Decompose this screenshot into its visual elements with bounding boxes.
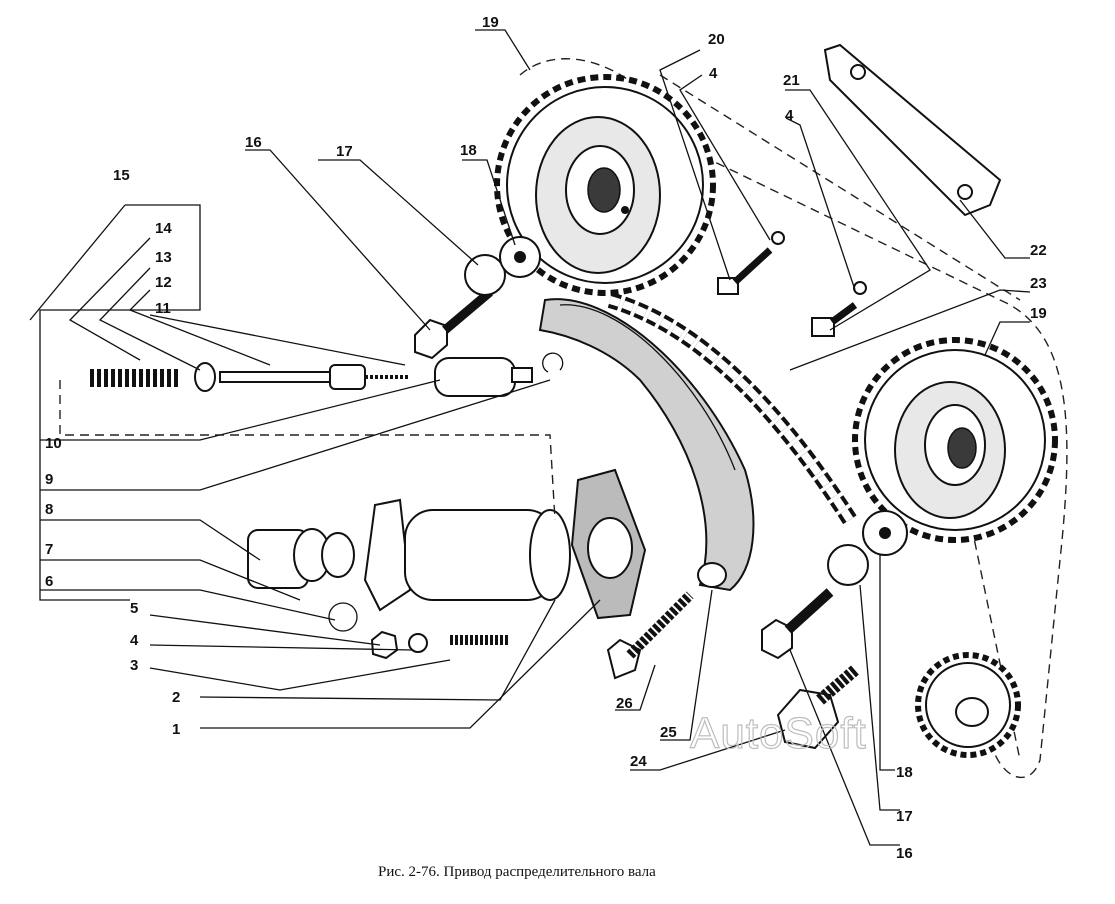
chain-guide-plate [823, 43, 1002, 217]
callout-17: 17 [896, 808, 913, 825]
callout-24: 24 [630, 753, 647, 770]
callout-11: 11 [155, 300, 171, 317]
callout-16: 16 [245, 134, 262, 151]
callout-17: 17 [336, 143, 353, 160]
callout-22: 22 [1030, 242, 1047, 259]
callout-8: 8 [45, 501, 53, 518]
tensioner-shoe [538, 298, 755, 592]
bolt-16-upper [414, 236, 541, 360]
watermark-text: AutoSoft [690, 709, 867, 758]
callout-18: 18 [460, 142, 477, 159]
callout-20: 20 [708, 31, 725, 48]
tensioner-stud-26 [606, 591, 694, 680]
callout-26: 26 [616, 695, 633, 712]
callout-16: 16 [896, 845, 913, 862]
callout-25: 25 [660, 724, 677, 741]
callout-labels: 19 20 4 21 4 16 17 18 15 14 13 12 11 22 … [45, 14, 1047, 862]
callout-4: 4 [130, 632, 139, 649]
callout-21: 21 [783, 72, 800, 89]
callout-13: 13 [155, 249, 172, 266]
upper-camshaft-sprocket [494, 74, 716, 296]
callout-23: 23 [1030, 275, 1047, 292]
bolt-20 [717, 231, 785, 295]
tensioner-housing [247, 498, 571, 632]
callout-3: 3 [130, 657, 138, 674]
gasket-1 [570, 468, 647, 620]
callout-4: 4 [709, 65, 718, 82]
circlip-9 [542, 352, 564, 373]
bolt-16-lower [761, 510, 908, 660]
callout-10: 10 [45, 435, 62, 452]
callout-4: 4 [785, 107, 794, 124]
callout-12: 12 [155, 274, 172, 291]
tensioner-plunger [434, 357, 533, 397]
bolt-21 [811, 281, 867, 337]
leader-lines [29, 29, 1031, 846]
crankshaft-sprocket [915, 652, 1021, 758]
lower-camshaft-sprocket [852, 337, 1058, 543]
stud-24 [776, 665, 859, 750]
callout-5: 5 [130, 600, 138, 617]
timing-chain [607, 292, 857, 525]
nut-washer-stud [370, 630, 510, 660]
callout-9: 9 [45, 471, 53, 488]
callout-19: 19 [482, 14, 499, 31]
callout-18: 18 [896, 764, 913, 781]
tensioner-spring-assembly [90, 362, 410, 392]
figure-caption: Рис. 2-76. Привод распределительного вал… [378, 864, 656, 880]
callout-6: 6 [45, 573, 53, 590]
callout-1: 1 [172, 721, 180, 738]
callout-7: 7 [45, 541, 53, 558]
callout-19: 19 [1030, 305, 1047, 322]
callout-15: 15 [113, 167, 130, 184]
callout-14: 14 [155, 220, 172, 237]
callout-2: 2 [172, 689, 180, 706]
